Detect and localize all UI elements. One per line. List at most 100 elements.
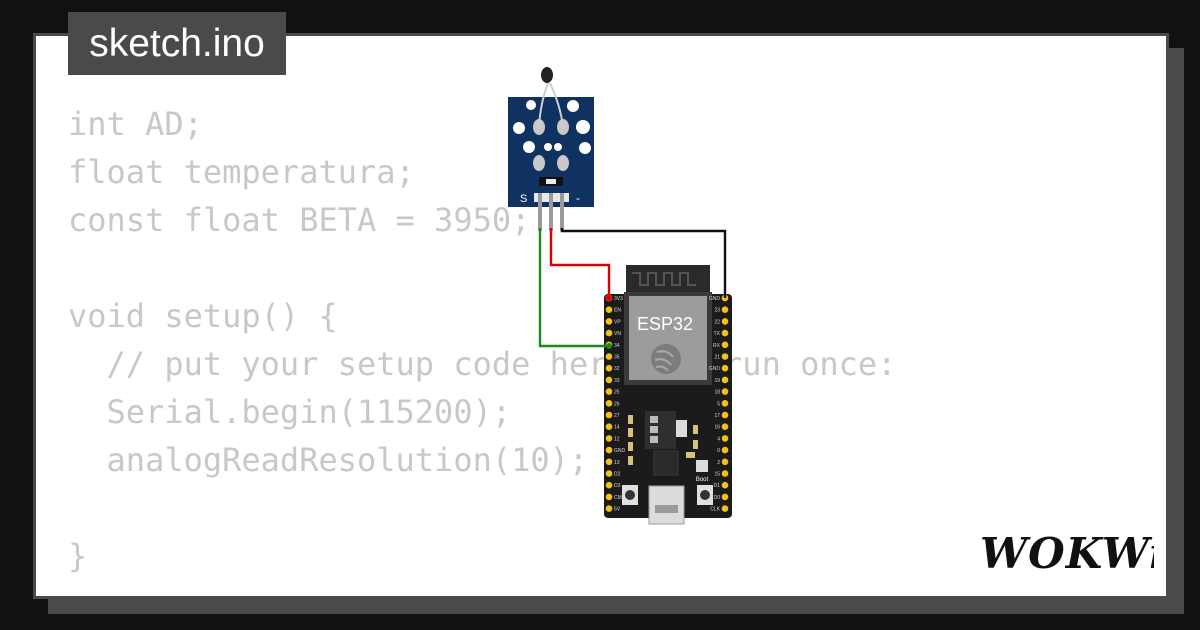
header-pin[interactable] — [605, 435, 613, 442]
pin-gnd-label: - — [576, 191, 580, 205]
header-pin[interactable] — [605, 329, 613, 337]
header-pin[interactable] — [605, 353, 613, 360]
smd-component — [693, 425, 698, 434]
header-pin[interactable] — [721, 400, 729, 407]
pin-label: 32 — [614, 366, 620, 372]
pin-s-label: S — [520, 193, 527, 205]
header-pin[interactable] — [605, 376, 613, 384]
header-pin[interactable] — [605, 423, 613, 431]
ntc-temperature-sensor-module[interactable]: S - — [508, 67, 594, 231]
pin-label: 27 — [614, 413, 620, 419]
editor-card — [33, 33, 1169, 599]
code-line: void setup() { — [68, 297, 338, 335]
pin-label: 17 — [714, 413, 720, 419]
wokwi-logo[interactable]: WOKWi — [976, 526, 1154, 578]
header-pin[interactable] — [721, 388, 729, 395]
header-pin[interactable] — [721, 481, 729, 489]
code-line: Serial.begin(115200); — [68, 393, 512, 431]
pin-label: 22 — [714, 319, 720, 325]
thermistor-lead — [538, 82, 549, 128]
mount-hole — [579, 142, 591, 154]
code-line: const float BETA = 3950; — [68, 201, 531, 239]
espressif-logo-icon — [651, 344, 681, 374]
pin-label: TX — [714, 331, 721, 337]
header-pin[interactable] — [605, 318, 613, 325]
header-pin[interactable] — [721, 364, 729, 372]
header-pin[interactable] — [605, 306, 613, 314]
header-pin[interactable] — [605, 470, 613, 477]
smd-component — [628, 415, 633, 424]
pin-label: GND — [709, 296, 721, 302]
header-pin[interactable] — [605, 505, 613, 512]
mount-hole — [576, 120, 590, 134]
power-wire — [549, 228, 611, 298]
pin-label: GND — [614, 448, 626, 454]
header-pin[interactable] — [721, 493, 729, 501]
regulator-tab — [650, 426, 658, 433]
header-pin — [549, 193, 553, 231]
mount-hole — [513, 122, 525, 134]
header-pin[interactable] — [721, 446, 729, 454]
pin-label: 16 — [714, 425, 720, 431]
pin-label: 4 — [717, 436, 720, 442]
header-pin[interactable] — [605, 446, 613, 454]
pin-label: D2 — [614, 472, 621, 478]
header-pin[interactable] — [721, 470, 729, 477]
header-pin[interactable] — [605, 388, 613, 395]
smd-component — [628, 428, 633, 437]
smd-component — [693, 440, 698, 449]
pin-label: RX — [713, 343, 721, 349]
regulator-tab — [650, 416, 658, 423]
pin-label: 5 — [717, 401, 720, 407]
header-pin[interactable] — [605, 481, 613, 489]
header-pin[interactable] — [721, 423, 729, 431]
header-pin[interactable] — [605, 364, 613, 372]
micro-usb-opening — [655, 505, 678, 513]
code-line: } — [68, 537, 88, 575]
esp32-devkit-board[interactable]: ESP32 Boot 3V3ENVPVN343532332526271412GN… — [604, 265, 732, 525]
header-pin[interactable] — [605, 458, 613, 466]
header-pin[interactable] — [721, 505, 729, 512]
header-pin[interactable] — [721, 306, 729, 314]
header-pin[interactable] — [721, 353, 729, 360]
solder-pad — [533, 155, 545, 171]
file-tab[interactable]: sketch.ino — [68, 12, 286, 75]
mount-hole — [523, 141, 535, 153]
pin-label: D3 — [614, 483, 621, 489]
pin-label: 35 — [614, 355, 620, 361]
header-pin[interactable] — [721, 376, 729, 384]
pin-label: D0 — [714, 495, 721, 501]
header-pin[interactable] — [721, 435, 729, 442]
code-line: float temperatura; — [68, 153, 415, 191]
wokwi-logo-text: WOKWi — [980, 529, 1154, 578]
ground-wire — [560, 228, 727, 298]
pin-label: VN — [614, 331, 621, 337]
esp32-chip-label: ESP32 — [637, 314, 693, 334]
thermistor-lead — [549, 82, 564, 128]
smd-component — [686, 452, 695, 458]
code-listing: int AD;float temperatura;const float BET… — [68, 100, 896, 580]
pin-label: 5V — [614, 507, 621, 513]
header-pin[interactable] — [721, 341, 729, 349]
header-pin — [560, 193, 564, 231]
pin-label: 19 — [714, 378, 720, 384]
pin-label: GND — [709, 366, 721, 372]
thermistor-bead — [541, 67, 553, 83]
smd-component — [628, 456, 633, 465]
pin-label: VP — [614, 319, 621, 325]
pin-label: 0 — [717, 448, 720, 454]
pin-label: CLK — [710, 507, 720, 513]
header-pin[interactable] — [721, 411, 729, 419]
header-pin[interactable] — [721, 318, 729, 325]
header-pin[interactable] — [605, 411, 613, 419]
pin-label: D1 — [714, 483, 721, 489]
header-pin — [538, 193, 542, 231]
pin-label: 12 — [614, 436, 620, 442]
boot-button-cap — [700, 490, 710, 500]
header-pin[interactable] — [605, 493, 613, 501]
header-pin[interactable] — [721, 329, 729, 337]
header-pin[interactable] — [605, 400, 613, 407]
regulator-tab — [650, 436, 658, 443]
header-pin[interactable] — [721, 458, 729, 466]
